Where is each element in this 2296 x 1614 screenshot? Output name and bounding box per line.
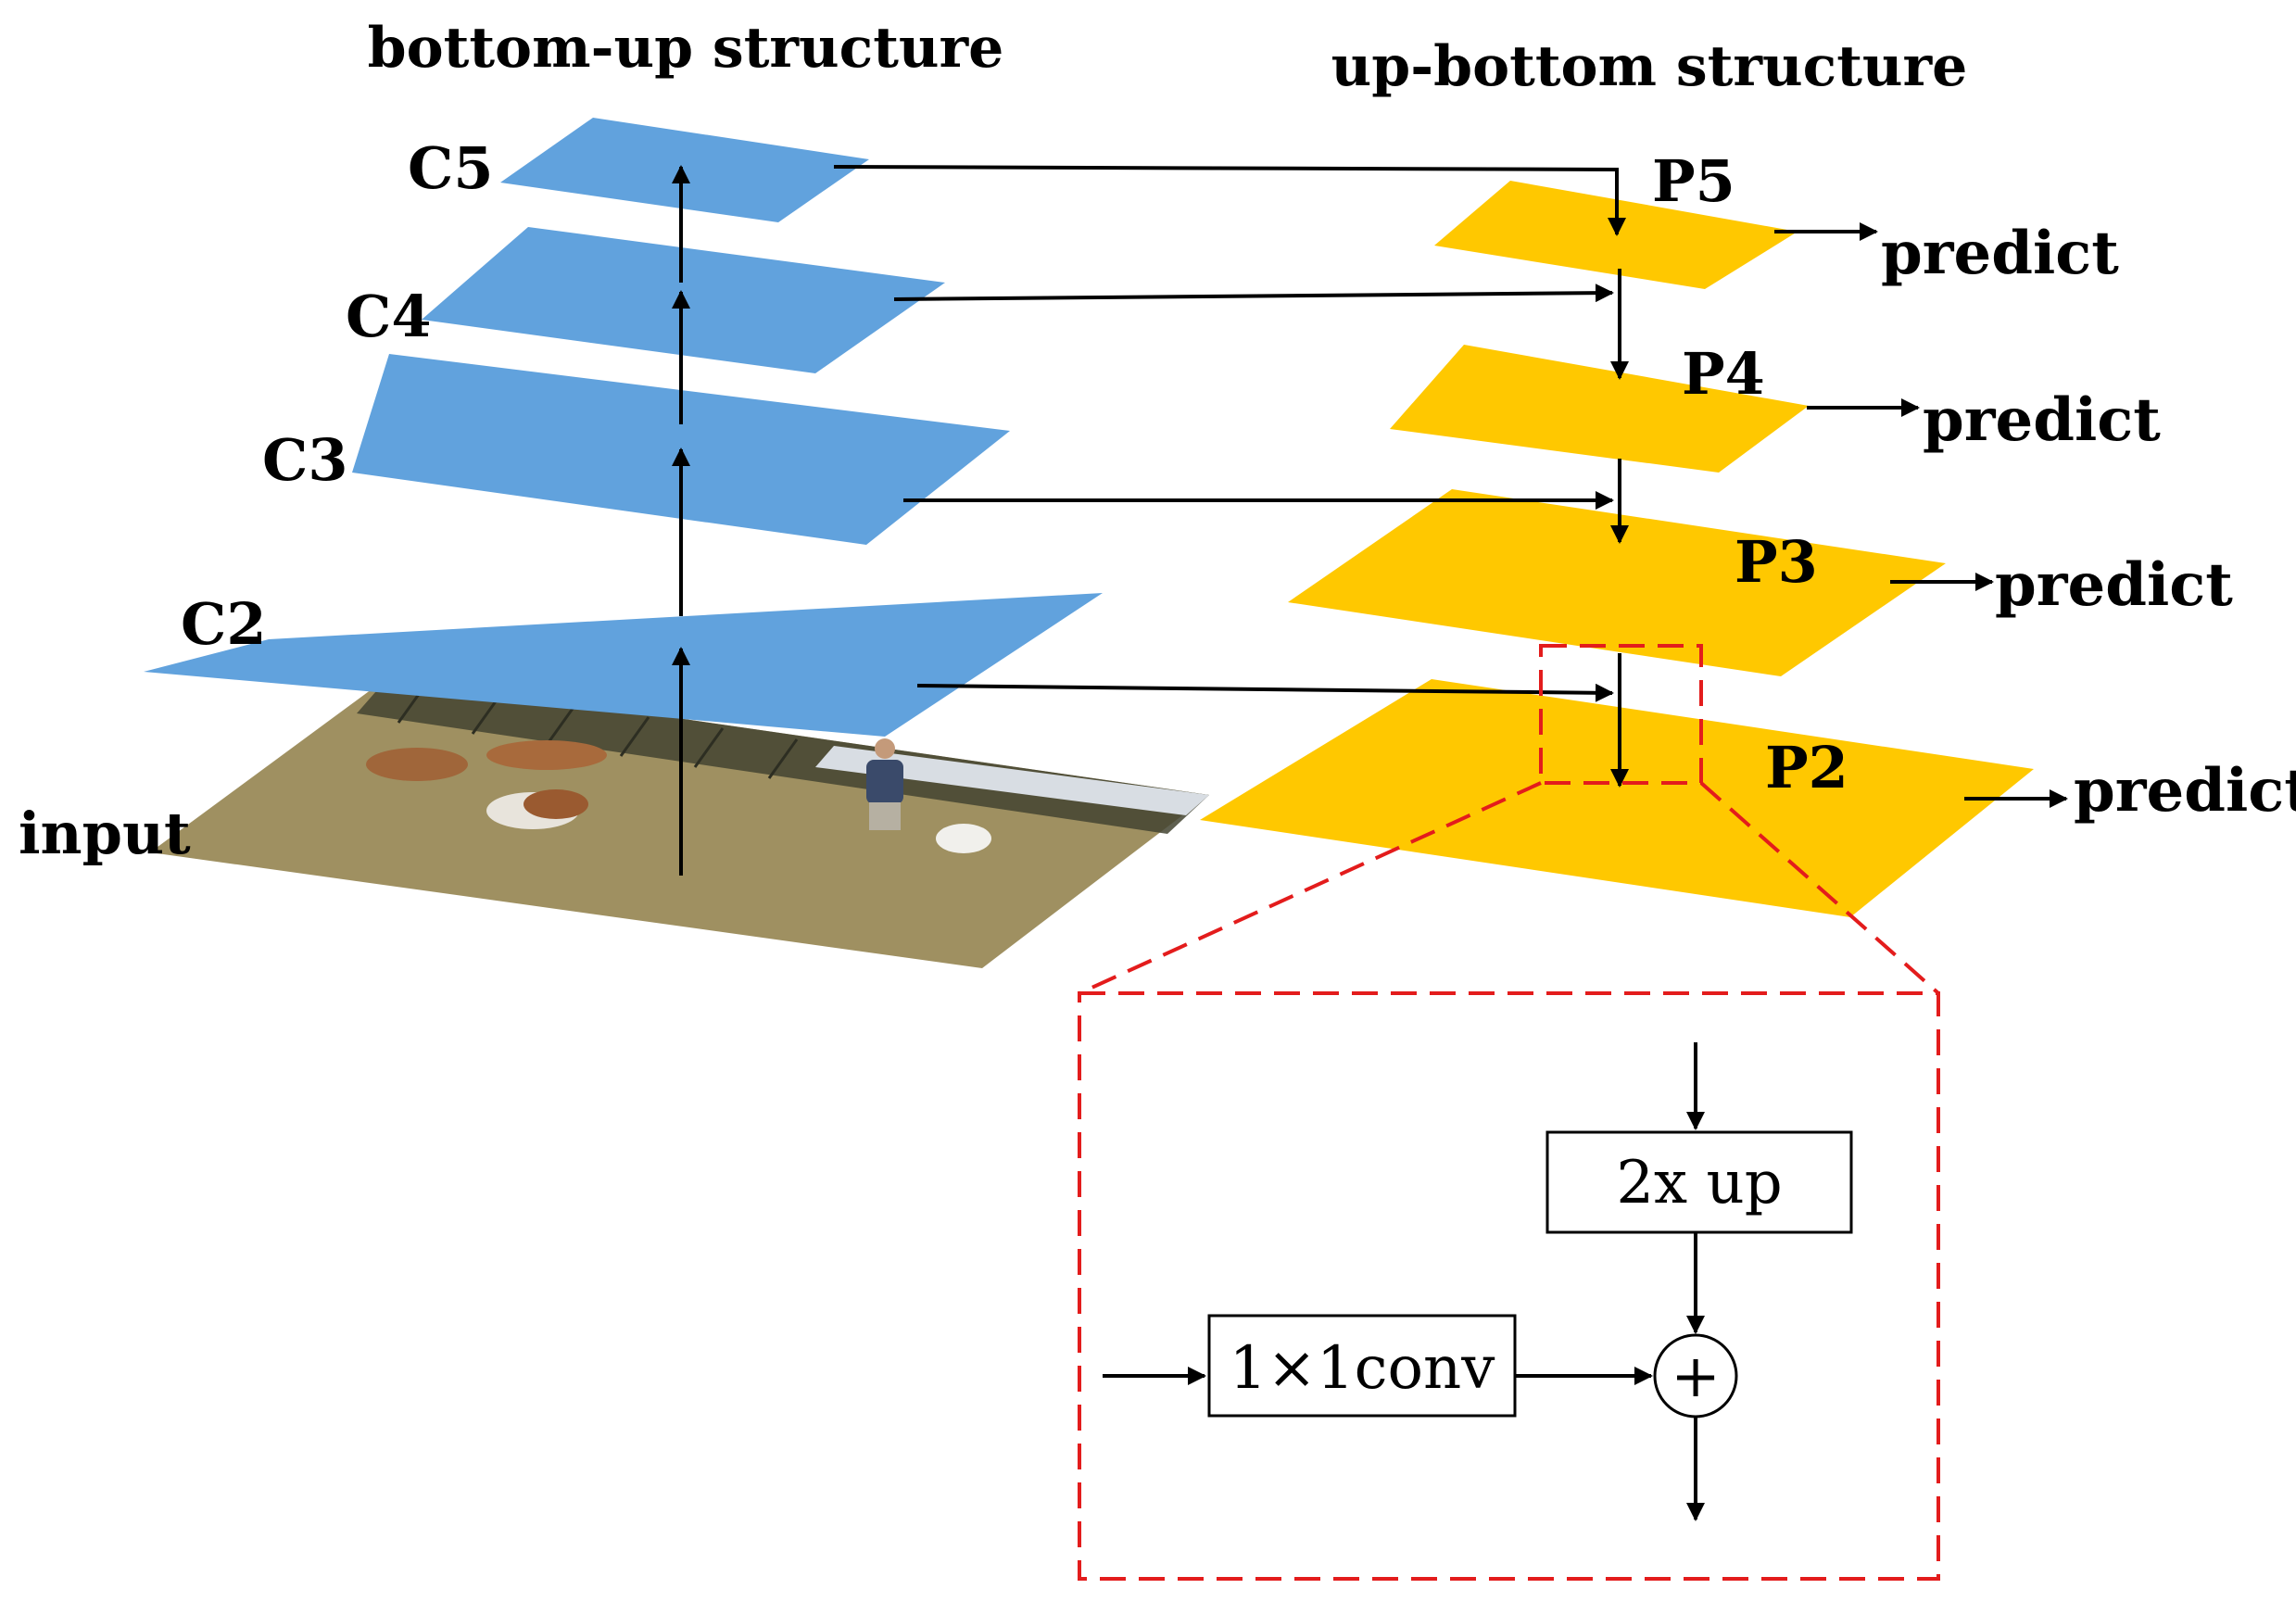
predict-label-p3: predict [1995,550,2233,620]
conv-label: 1×1conv [1230,1334,1495,1403]
label-input: input [19,800,191,867]
label-p4: P4 [1682,340,1765,408]
zoom-connector-right [1699,781,1940,995]
lateral-c5-to-p5 [833,165,1626,236]
upsample-box [1545,1130,1853,1234]
add-symbol: + [1671,1343,1721,1411]
predict-label-p4: predict [1923,385,2161,455]
bottom-up-title: bottom-up structure [368,16,1004,81]
lateral-c4-to-p4 [893,284,1614,303]
person-shorts [869,802,901,830]
person-head [875,738,895,759]
layer-c5 [500,118,869,222]
upsample-label: 2x up [1616,1149,1782,1217]
lateral-c2-to-p2 [916,683,1614,702]
input-image-building [815,746,1209,815]
add-node [1653,1333,1738,1419]
zoom-indicator [1078,644,1940,1581]
person-shirt [866,760,903,804]
label-c4: C4 [346,283,432,350]
predict-label-p2: predict [2074,756,2296,826]
layer-p2 [1200,679,2034,917]
dog-brown-1 [366,748,468,781]
layer-c2 [144,593,1103,737]
zoom-source-box [1539,644,1703,785]
predict-label-p5: predict [1881,219,2119,288]
layer-p3 [1288,489,1946,676]
dog-brown-3 [524,789,588,819]
label-p2: P2 [1765,734,1848,801]
dog-small-white [936,824,991,853]
label-c2: C2 [181,590,267,658]
label-p5: P5 [1652,147,1735,215]
layer-c4 [422,227,945,373]
conv-box [1207,1314,1517,1418]
label-c5: C5 [408,134,494,202]
label-c3: C3 [262,426,348,494]
zoom-connector-left [1079,781,1542,995]
input-image-fence [357,676,1209,834]
label-p3: P3 [1735,528,1818,596]
zoom-detail-box [1078,991,1940,1581]
layer-p4 [1390,345,1809,473]
dog-brown-2 [486,740,607,770]
top-down-title: up-bottom structure [1331,34,1968,99]
